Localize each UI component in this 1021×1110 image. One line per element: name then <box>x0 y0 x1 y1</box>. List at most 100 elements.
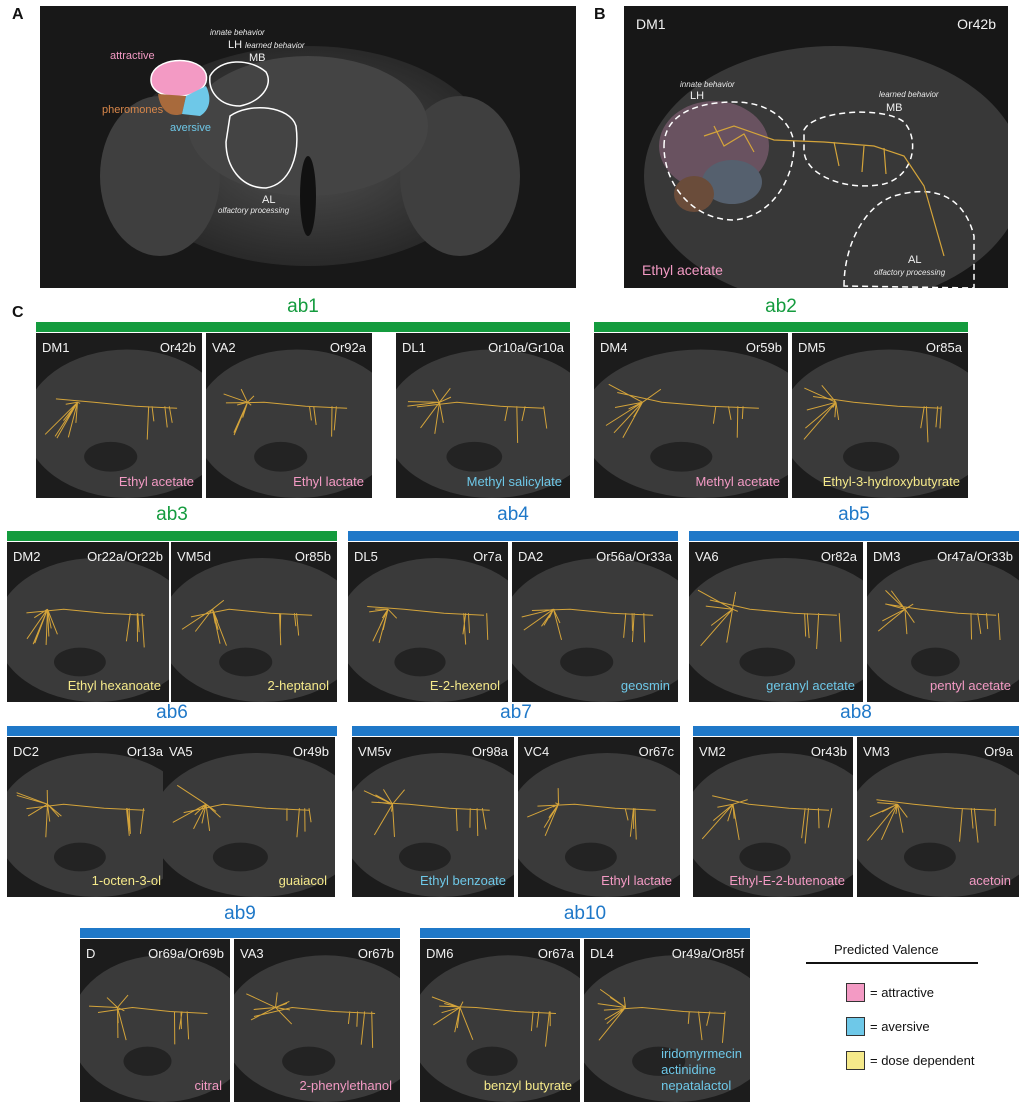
neuron-illustration <box>348 558 508 702</box>
neuron-illustration <box>171 558 337 702</box>
a-innate-label: innate behavior <box>210 28 265 37</box>
glomerulus-label: VM5d <box>177 549 211 564</box>
neuron-panel-va6: VA6 Or82a geranyl acetate <box>689 542 863 702</box>
group-bar-ab1 <box>36 322 570 332</box>
odor-line: Ethyl lactate <box>601 873 672 888</box>
odor-line: Ethyl hexanoate <box>67 678 161 693</box>
a-mb-label: MB <box>249 52 266 64</box>
receptor-label: Or49a/Or85f <box>671 946 744 961</box>
a-learned-label: learned behavior <box>245 41 305 50</box>
a-attractive-label: attractive <box>110 50 155 62</box>
b-olfactory-label: olfactory processing <box>874 268 946 277</box>
glomerulus-label: DA2 <box>518 549 544 564</box>
a-al-label: AL <box>262 194 276 206</box>
group-bar-ab9 <box>80 928 400 938</box>
receptor-label: Or47a/Or33b <box>937 549 1013 564</box>
odor-line: actinidine <box>661 1062 717 1077</box>
group-bar-ab8 <box>693 726 1019 736</box>
group-bar-ab10 <box>420 928 750 938</box>
odor-label: E-2-hexenol <box>430 678 500 694</box>
odor-label: acetoin <box>969 873 1011 889</box>
glomerulus-label: DL5 <box>354 549 378 564</box>
panel-label-b: B <box>594 6 606 23</box>
odor-label: geosmin <box>621 678 670 694</box>
legend-label-dose: = dose dependent <box>870 1053 975 1068</box>
odor-label: Ethyl-E-2-butenoate <box>729 873 845 889</box>
neuron-illustration <box>352 753 514 897</box>
receptor-label: Or43b <box>810 744 847 759</box>
glomerulus-label: DM4 <box>600 340 628 355</box>
glomerulus-label: DC2 <box>13 744 40 759</box>
glomerulus-label: VA5 <box>169 744 193 759</box>
odor-line: iridomyrmecin <box>661 1046 742 1061</box>
odor-line: 1-octen-3-ol <box>91 873 161 888</box>
group-title-ab5: ab5 <box>838 504 870 525</box>
group-bar-ab6 <box>7 726 337 736</box>
receptor-label: Or85a <box>925 340 962 355</box>
glomerulus-label: DM6 <box>426 946 454 961</box>
b-learned-label: learned behavior <box>879 90 939 99</box>
receptor-label: Or13a <box>126 744 163 759</box>
odor-label: guaiacol <box>279 873 327 889</box>
receptor-label: Or22a/Or22b <box>87 549 163 564</box>
odor-label: 1-octen-3-ol <box>92 873 161 889</box>
glomerulus-label: DL4 <box>590 946 614 961</box>
neuron-illustration <box>693 753 853 897</box>
odor-line: Ethyl acetate <box>118 474 194 489</box>
group-bar-ab7 <box>352 726 680 736</box>
neuron-illustration <box>36 349 202 498</box>
b-mb-label: MB <box>886 102 903 114</box>
neuron-illustration <box>80 955 230 1102</box>
odor-label: Ethyl lactate <box>601 873 672 889</box>
glomerulus-label: VA6 <box>695 549 719 564</box>
group-title-ab7: ab7 <box>500 702 532 723</box>
receptor-label: Or82a <box>820 549 857 564</box>
group-title-ab3: ab3 <box>156 504 188 525</box>
legend-swatch-dose <box>846 1051 865 1070</box>
odor-line: geranyl acetate <box>766 678 855 693</box>
odor-label: geranyl acetate <box>766 678 855 694</box>
a-aversive-label: aversive <box>170 122 211 134</box>
odor-line: Ethyl-E-2-butenoate <box>729 873 845 888</box>
neuron-illustration <box>396 349 570 498</box>
neuron-illustration <box>792 349 968 498</box>
odor-line: E-2-hexenol <box>429 678 500 693</box>
receptor-label: Or98a <box>471 744 508 759</box>
group-title-ab8: ab8 <box>840 702 872 723</box>
odor-line: 2-heptanol <box>267 678 329 693</box>
glomerulus-label: DM3 <box>873 549 901 564</box>
receptor-label: Or92a <box>329 340 366 355</box>
receptor-label: Or42b <box>159 340 196 355</box>
odor-line: Ethyl benzoate <box>419 873 506 888</box>
legend-label-aversive: = aversive <box>870 1019 930 1034</box>
neuron-illustration <box>7 558 169 702</box>
neuron-illustration <box>867 558 1019 702</box>
legend-title: Predicted Valence <box>834 942 939 957</box>
receptor-label: Or67a <box>537 946 574 961</box>
odor-label: Ethyl hexanoate <box>68 678 161 694</box>
group-title-ab10: ab10 <box>563 903 607 924</box>
neuron-illustration <box>584 955 750 1102</box>
glomerulus-label: VC4 <box>524 744 550 759</box>
odor-line: geosmin <box>620 678 670 693</box>
neuron-illustration <box>420 955 580 1102</box>
b-lh-label: LH <box>690 90 705 102</box>
group-bar-ab5 <box>689 531 1019 541</box>
neuron-illustration <box>7 753 169 897</box>
glomerulus-label: DM5 <box>798 340 826 355</box>
legend-swatch-aversive <box>846 1017 865 1036</box>
odor-line: Methyl salicylate <box>466 474 562 489</box>
neuron-illustration <box>234 955 400 1102</box>
receptor-label: Or67b <box>357 946 394 961</box>
